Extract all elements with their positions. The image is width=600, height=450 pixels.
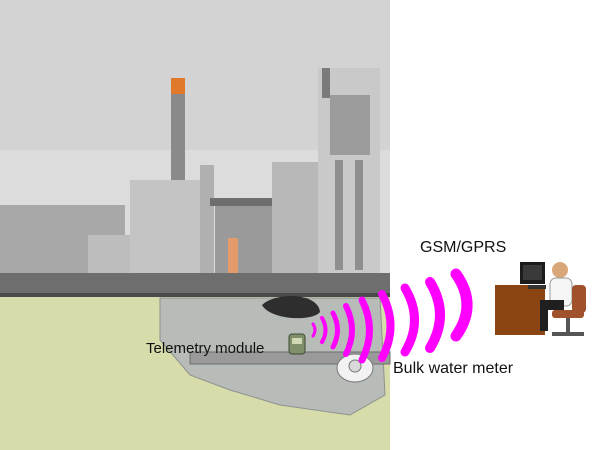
chair-back bbox=[572, 285, 586, 313]
bulk-water-meter-label: Bulk water meter bbox=[393, 360, 514, 377]
signal-wave bbox=[400, 283, 419, 357]
signal-wave bbox=[450, 268, 473, 342]
road bbox=[0, 273, 390, 295]
signal-wave bbox=[425, 277, 445, 353]
signal-wave bbox=[343, 303, 355, 357]
right-tower-dark bbox=[330, 95, 370, 155]
manhole bbox=[262, 295, 320, 319]
chair-seat bbox=[552, 310, 584, 318]
operator-head bbox=[552, 262, 568, 278]
industrial-plant bbox=[0, 68, 380, 275]
telemetry-module-icon bbox=[288, 333, 306, 355]
keyboard bbox=[528, 285, 546, 289]
boiler-roof bbox=[210, 198, 280, 206]
signal-wave bbox=[378, 290, 395, 362]
boiler-house bbox=[215, 205, 275, 275]
telemetry-module-label: Telemetry module bbox=[146, 340, 265, 357]
wireless-signal-waves-icon bbox=[311, 268, 473, 364]
operator-lower-legs bbox=[540, 305, 548, 331]
central-block bbox=[130, 180, 210, 275]
operator-legs bbox=[540, 300, 564, 310]
signal-wave bbox=[320, 316, 328, 344]
gsm-gprs-label: GSM/GPRS bbox=[420, 239, 507, 256]
computer-operator-icon bbox=[495, 262, 586, 336]
right-tower-mast bbox=[322, 68, 330, 98]
signal-wave bbox=[311, 322, 317, 338]
desk bbox=[495, 285, 545, 335]
central-tower bbox=[200, 165, 214, 275]
chair-base bbox=[552, 332, 584, 336]
chimney-top bbox=[171, 78, 185, 94]
right-tower-column-2 bbox=[355, 160, 363, 270]
water-meter-icon bbox=[336, 353, 374, 383]
signal-wave bbox=[330, 310, 340, 350]
chair-post bbox=[566, 318, 570, 332]
orange-pipe bbox=[228, 238, 238, 274]
signal-wave bbox=[358, 296, 373, 364]
right-tower-column-1 bbox=[335, 160, 343, 270]
road-edge bbox=[0, 293, 390, 297]
monitor-screen bbox=[523, 265, 542, 280]
